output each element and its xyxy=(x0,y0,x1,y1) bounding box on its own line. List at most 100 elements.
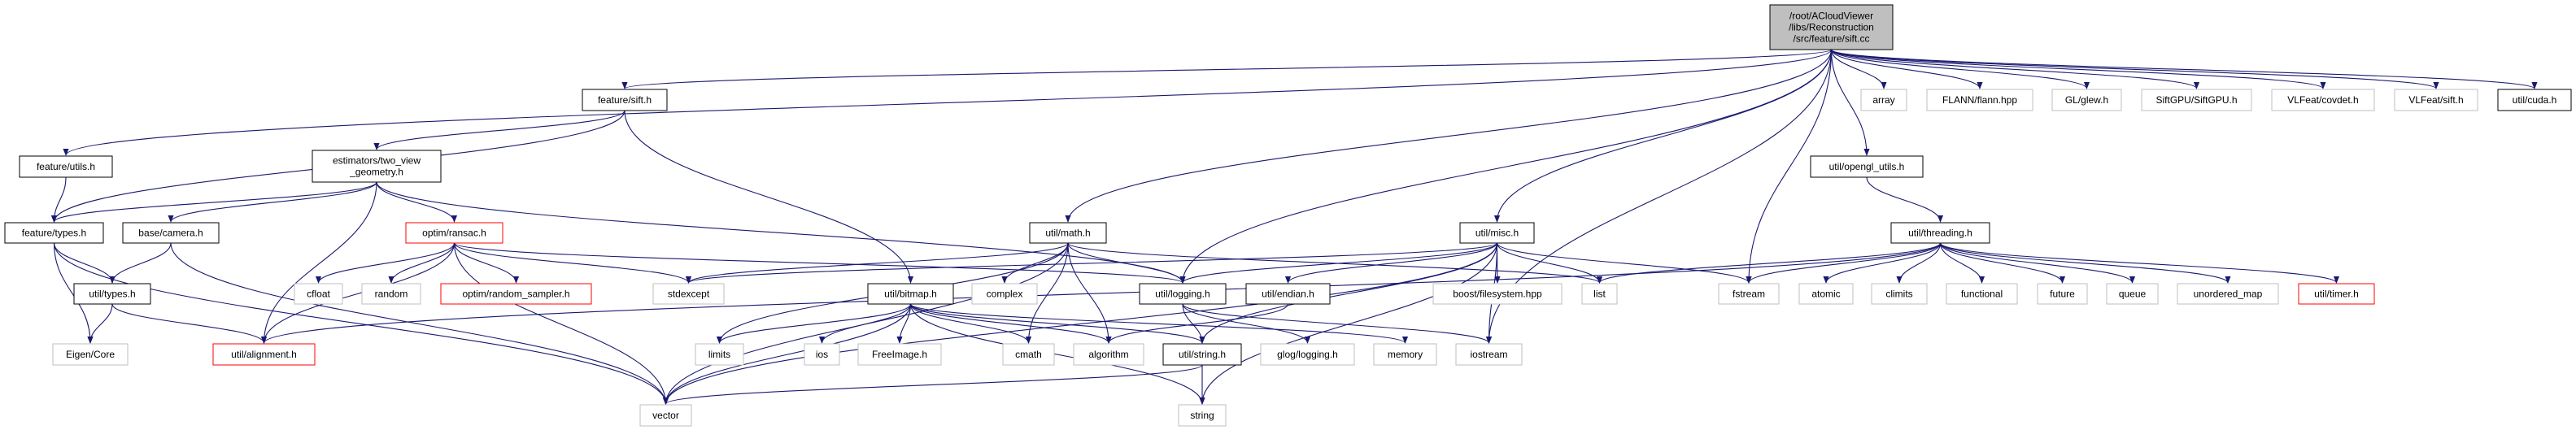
node-estimators-two-view-geometry-h[interactable]: estimators/two_view_geometry.h xyxy=(312,150,442,183)
node-memory: memory xyxy=(1373,343,1437,366)
node-label: GL/glew.h xyxy=(2065,94,2108,106)
edge-optim-ransac-h-to-random xyxy=(388,242,455,284)
node-root-acloudviewer-libs-reconstruction-src-feature-sift-cc[interactable]: /root/ACloudViewer/libs/Reconstruction/s… xyxy=(1769,4,1894,50)
node-label: _geometry.h xyxy=(349,167,403,178)
node-label: functional xyxy=(1961,289,2003,300)
node-label: limits xyxy=(708,349,730,360)
node-util-timer-h[interactable]: util/timer.h xyxy=(2298,283,2375,305)
node-label: estimators/two_view xyxy=(333,155,421,167)
edge-optim-ransac-h-to-optim-random-sampler-h xyxy=(453,242,520,284)
node-atomic: atomic xyxy=(1798,283,1854,305)
node-box xyxy=(857,343,942,366)
node-label: feature/types.h xyxy=(22,228,86,239)
edge-util-threading-h-to-queue xyxy=(1939,242,2136,284)
node-optim-random-sampler-h[interactable]: optim/random_sampler.h xyxy=(440,283,592,305)
node-label: future xyxy=(2050,289,2075,300)
edge-util-math-h-to-algorithm xyxy=(1067,242,1112,344)
node-label: util/bitmap.h xyxy=(884,289,937,300)
node-box xyxy=(122,222,220,244)
node-util-bitmap-h[interactable]: util/bitmap.h xyxy=(867,283,954,305)
node-box xyxy=(440,283,592,305)
node-siftgpu-siftgpu-h: SiftGPU/SiftGPU.h xyxy=(2141,89,2252,111)
edge-optim-ransac-h-to-vector xyxy=(453,242,669,405)
node-box xyxy=(361,283,421,305)
node-box xyxy=(2177,283,2279,305)
node-box xyxy=(2298,283,2375,305)
edge-root-acloudviewer-libs-reconstruction-src-feature-sift-cc-to-flann-flann-hpp xyxy=(1830,49,1983,89)
node-flann-flann-hpp: FLANN/flann.hpp xyxy=(1926,89,2033,111)
edge-util-bitmap-h-to-vector xyxy=(662,303,912,405)
edge-optim-ransac-h-to-util-alignment-h xyxy=(260,242,455,344)
node-ios: ios xyxy=(804,343,840,366)
edge-util-bitmap-h-to-string xyxy=(909,303,1205,405)
node-box xyxy=(2497,89,2572,111)
node-feature-utils-h[interactable]: feature/utils.h xyxy=(19,155,113,178)
node-box xyxy=(2141,89,2252,111)
edge-util-logging-h-to-iostream xyxy=(1182,303,1492,344)
edge-util-math-h-to-complex xyxy=(1001,242,1069,284)
edge-util-bitmap-h-to-ios xyxy=(818,303,912,344)
edge-feature-sift-h-to-estimators-two-view-geometry-h xyxy=(373,110,625,150)
node-label: glog/logging.h xyxy=(1277,349,1338,360)
edge-util-misc-h-to-list xyxy=(1496,242,1603,284)
node-box xyxy=(73,283,151,305)
edge-util-threading-h-to-util-timer-h xyxy=(1939,242,2339,284)
node-box xyxy=(19,155,113,178)
node-label: util/types.h xyxy=(89,289,135,300)
node-feature-types-h[interactable]: feature/types.h xyxy=(4,222,104,244)
node-util-alignment-h[interactable]: util/alignment.h xyxy=(212,343,316,366)
node-util-endian-h[interactable]: util/endian.h xyxy=(1245,283,1331,305)
edge-util-opengl-utils-h-to-util-threading-h xyxy=(1866,176,1944,223)
edge-feature-types-h-to-vector xyxy=(53,242,669,405)
node-box xyxy=(2271,89,2375,111)
edges xyxy=(50,49,2538,405)
node-util-math-h[interactable]: util/math.h xyxy=(1029,222,1107,244)
node-boost-filesystem-hpp: boost/filesystem.hpp xyxy=(1432,283,1563,305)
node-feature-sift-h[interactable]: feature/sift.h xyxy=(582,89,668,111)
node-box xyxy=(1798,283,1854,305)
edge-util-misc-h-to-string xyxy=(1199,242,1498,405)
edge-root-acloudviewer-libs-reconstruction-src-feature-sift-cc-to-util-logging-h xyxy=(1179,49,1833,284)
node-box xyxy=(1459,222,1535,244)
node-box xyxy=(1581,283,1618,305)
node-box xyxy=(695,343,744,366)
edge-root-acloudviewer-libs-reconstruction-src-feature-sift-cc-to-feature-sift-h xyxy=(621,49,1833,89)
node-optim-ransac-h[interactable]: optim/ransac.h xyxy=(405,222,503,244)
edge-root-acloudviewer-libs-reconstruction-src-feature-sift-cc-to-util-math-h xyxy=(1065,49,1833,223)
node-gl-glew-h: GL/glew.h xyxy=(2051,89,2122,111)
edge-util-misc-h-to-util-string-h xyxy=(1199,242,1498,344)
node-label: list xyxy=(1593,289,1606,300)
node-complex: complex xyxy=(971,283,1038,305)
node-vlfeat-covdet-h: VLFeat/covdet.h xyxy=(2271,89,2375,111)
node-label: climits xyxy=(1885,289,1912,300)
node-util-string-h[interactable]: util/string.h xyxy=(1162,343,1242,366)
node-box xyxy=(2037,283,2088,305)
node-label: SiftGPU/SiftGPU.h xyxy=(2155,94,2237,106)
node-util-logging-h[interactable]: util/logging.h xyxy=(1139,283,1227,305)
node-label: complex xyxy=(987,289,1023,300)
edge-root-acloudviewer-libs-reconstruction-src-feature-sift-cc-to-fstream xyxy=(1746,49,1833,284)
node-unordered-map: unordered_map xyxy=(2177,283,2279,305)
node-random: random xyxy=(361,283,421,305)
edge-util-threading-h-to-climits xyxy=(1896,242,1942,284)
node-box xyxy=(1926,89,2033,111)
edge-util-threading-h-to-future xyxy=(1939,242,2066,284)
node-util-cuda-h[interactable]: util/cuda.h xyxy=(2497,89,2572,111)
edge-root-acloudviewer-libs-reconstruction-src-feature-sift-cc-to-util-opengl-utils-h xyxy=(1830,49,1870,156)
node-algorithm: algorithm xyxy=(1073,343,1144,366)
node-label: /src/feature/sift.cc xyxy=(1793,33,1869,45)
node-util-types-h[interactable]: util/types.h xyxy=(73,283,151,305)
edge-util-misc-h-to-util-logging-h xyxy=(1179,242,1498,284)
node-util-opengl-utils-h[interactable]: util/opengl_utils.h xyxy=(1810,155,1924,178)
edge-optim-ransac-h-to-cfloat xyxy=(315,242,455,284)
node-label: stdexcept xyxy=(668,289,710,300)
node-base-camera-h[interactable]: base/camera.h xyxy=(122,222,220,244)
node-box xyxy=(1890,222,1990,244)
node-box xyxy=(867,283,954,305)
node-util-threading-h[interactable]: util/threading.h xyxy=(1890,222,1990,244)
node-box xyxy=(294,283,343,305)
node-label: atomic xyxy=(1811,289,1840,300)
node-util-misc-h[interactable]: util/misc.h xyxy=(1459,222,1535,244)
node-iostream: iostream xyxy=(1455,343,1523,366)
node-box xyxy=(1871,283,1928,305)
